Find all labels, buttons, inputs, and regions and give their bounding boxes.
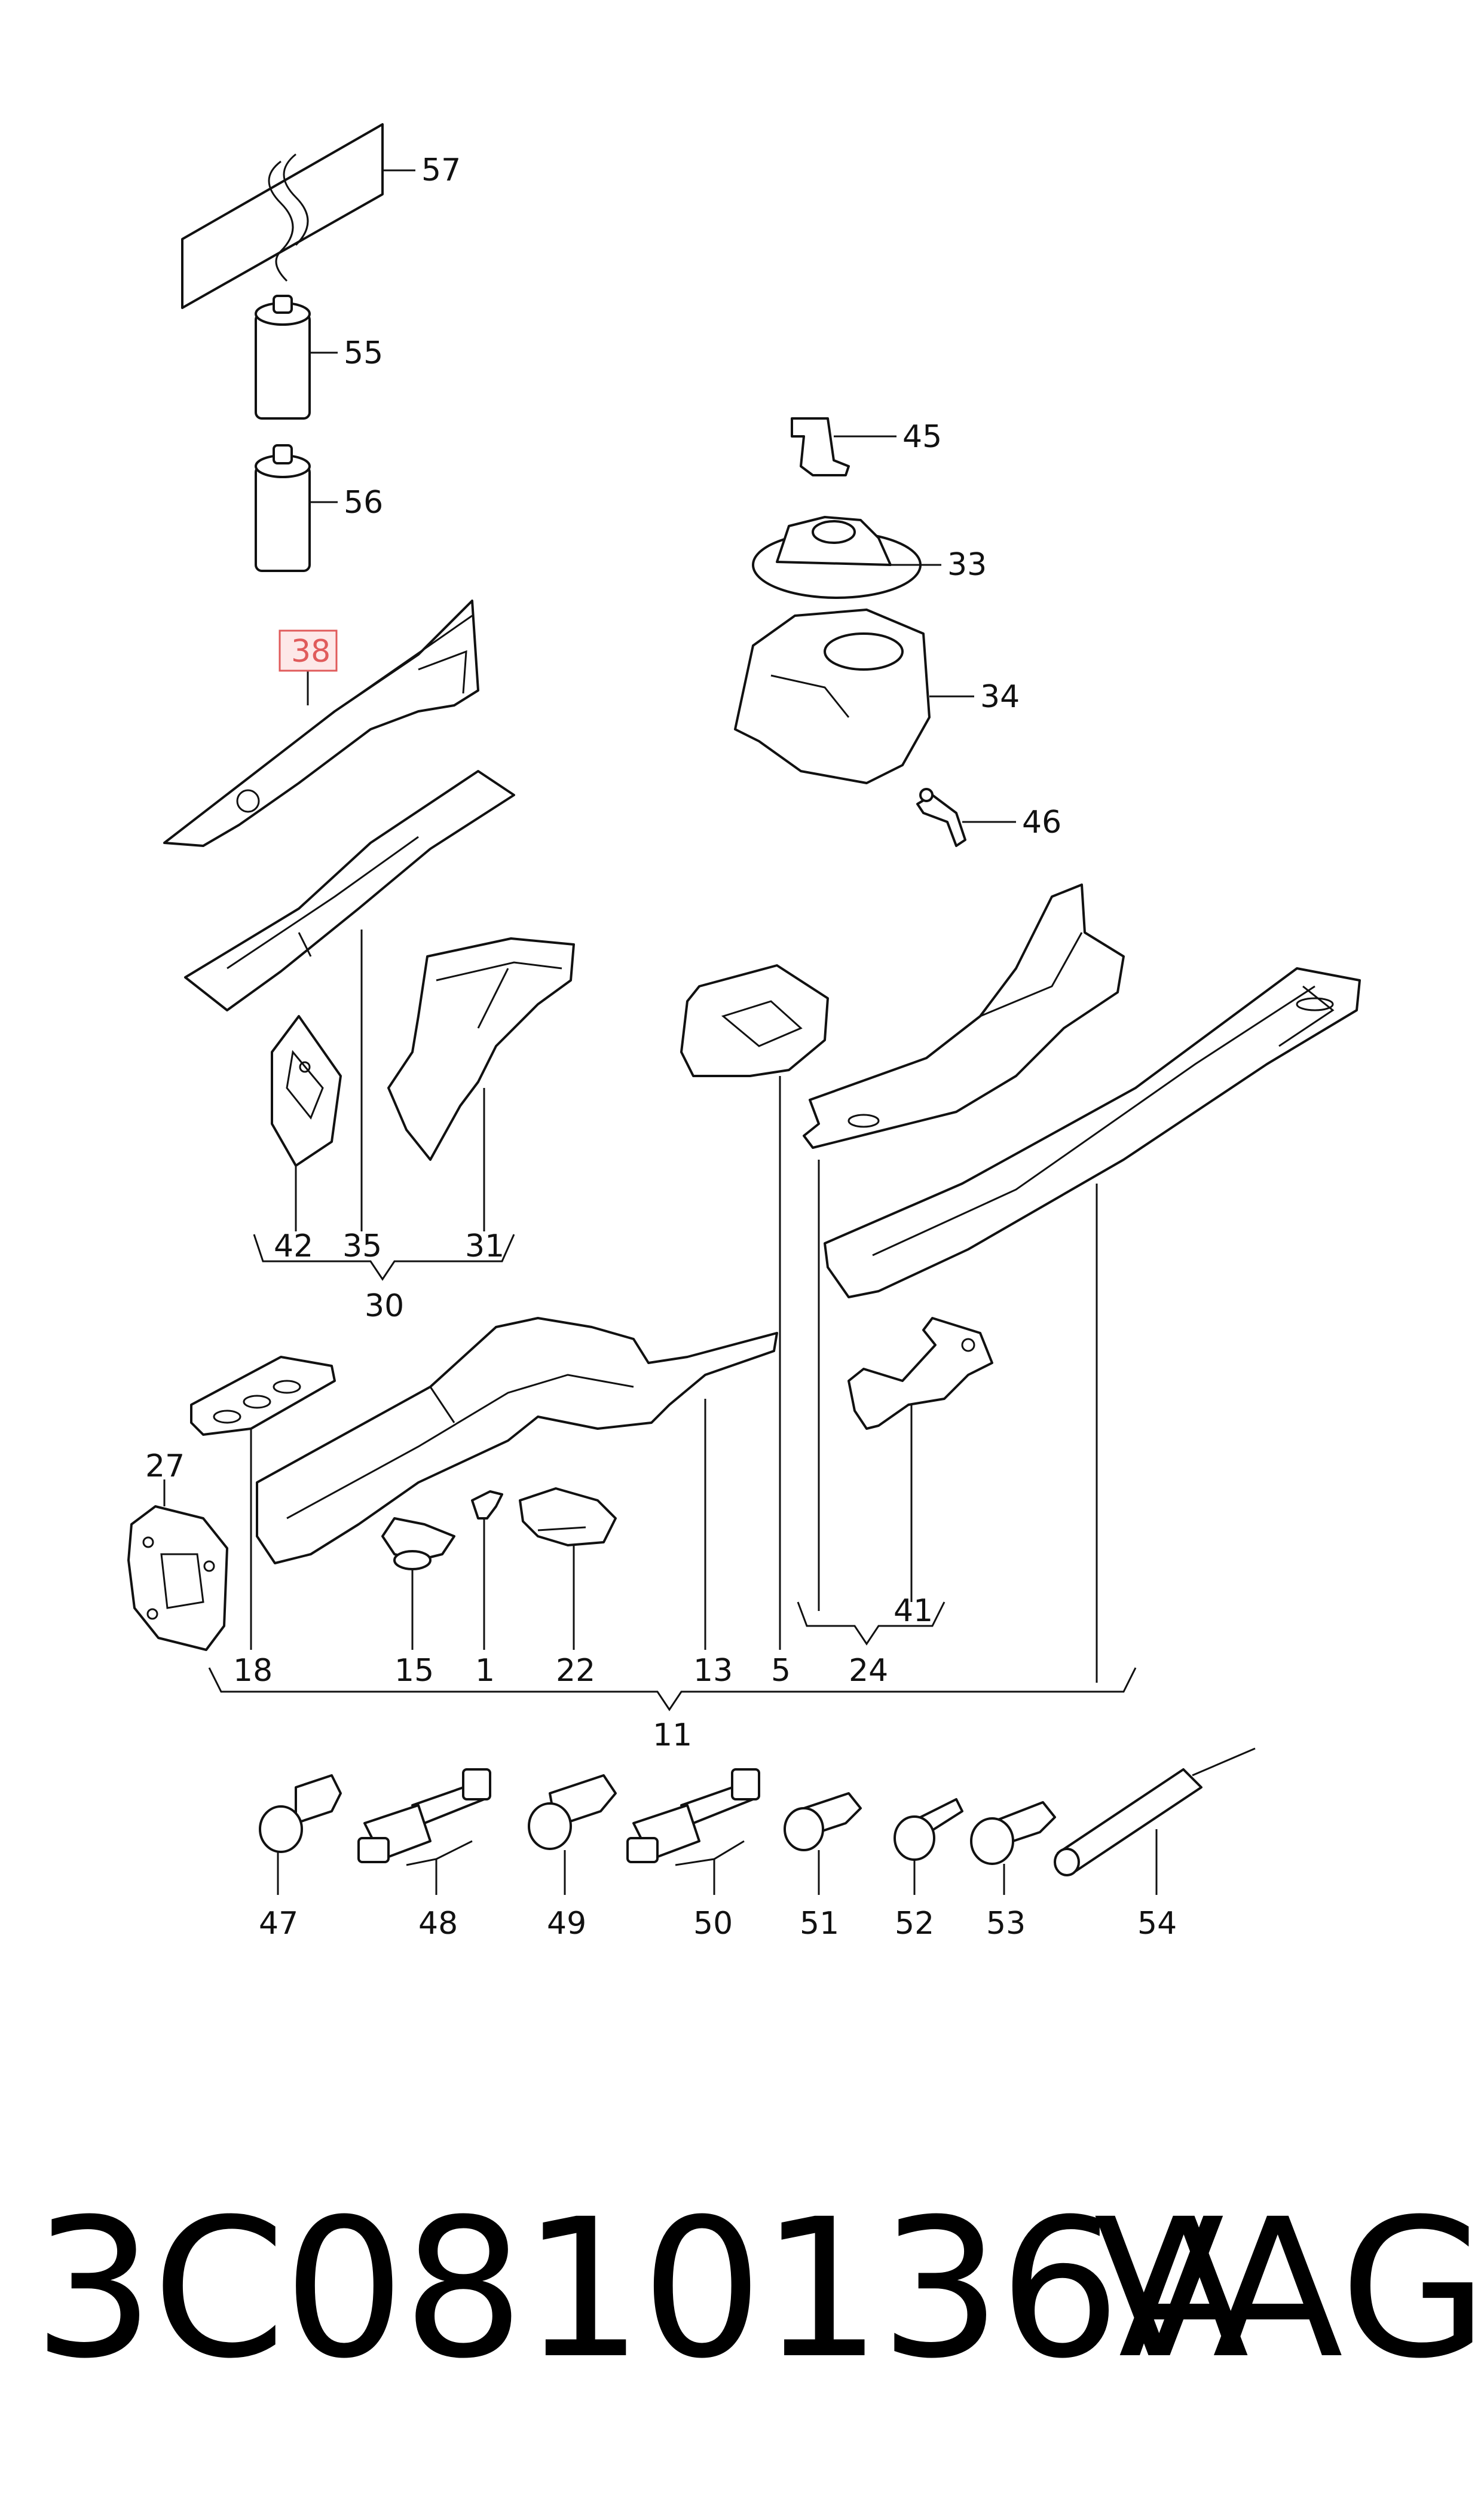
label-13: 13 [693, 1653, 733, 1689]
part-51-clip-fastener[interactable] [784, 1792, 862, 1851]
part-45-bracket[interactable] [791, 417, 850, 476]
label-57: 57 [421, 152, 461, 188]
part-38-upper-rail[interactable] [163, 600, 479, 847]
label-31: 31 [465, 1228, 504, 1264]
part-22-cap[interactable] [519, 1487, 617, 1546]
label-15: 15 [394, 1653, 434, 1689]
part-13-front-member[interactable] [256, 1317, 778, 1564]
part-49-clip-fastener[interactable] [528, 1774, 617, 1850]
part-35-member[interactable] [184, 770, 515, 1011]
part-27-plate[interactable] [127, 1505, 228, 1651]
label-55: 55 [344, 335, 383, 371]
label-54: 54 [1137, 1906, 1177, 1942]
part-53-clip-fastener[interactable] [970, 1801, 1056, 1865]
part-47-clip-fastener[interactable] [259, 1774, 342, 1853]
label-38-highlighted: 38 [291, 634, 331, 669]
part-46-bracket[interactable] [916, 788, 966, 847]
label-47: 47 [259, 1906, 298, 1942]
part-50-bolt-nut[interactable] [626, 1768, 760, 1863]
label-35: 35 [342, 1228, 382, 1264]
label-11: 11 [653, 1717, 692, 1753]
footer: 3C0810136A VAG [0, 2188, 1484, 2391]
part-57-tape[interactable] [181, 123, 384, 309]
bracket-11 [208, 1667, 1137, 1711]
brand-name: VAG [1094, 2178, 1484, 2401]
part-33-mount[interactable] [752, 516, 922, 599]
label-49: 49 [547, 1906, 586, 1942]
label-50: 50 [693, 1906, 733, 1942]
label-33: 33 [947, 547, 987, 583]
label-34: 34 [980, 679, 1020, 715]
label-56: 56 [344, 485, 383, 521]
part-34-strut-tower[interactable] [734, 609, 931, 784]
part-number: 3C0810136A [33, 2178, 1249, 2401]
label-27: 27 [145, 1448, 185, 1484]
part-42-plate[interactable] [271, 1015, 342, 1167]
label-51: 51 [800, 1906, 839, 1942]
part-18-bracket[interactable] [190, 1356, 336, 1436]
label-30: 30 [365, 1288, 404, 1324]
label-24: 24 [849, 1653, 888, 1689]
part-48-bolt-nut[interactable] [357, 1768, 491, 1863]
part-5-plate[interactable] [680, 964, 829, 1077]
label-45: 45 [902, 419, 942, 455]
part-54-cartridge[interactable] [1054, 1747, 1256, 1876]
part-52-screw[interactable] [894, 1798, 963, 1861]
label-1: 1 [475, 1653, 495, 1689]
label-42: 42 [274, 1228, 313, 1264]
part-1-bracket[interactable] [471, 1490, 503, 1520]
label-18: 18 [233, 1653, 273, 1689]
label-46: 46 [1022, 805, 1061, 840]
leader-50 [675, 1840, 745, 1895]
label-48: 48 [418, 1906, 458, 1942]
part-24-member[interactable] [803, 883, 1125, 1149]
label-22: 22 [556, 1653, 595, 1689]
label-41: 41 [894, 1593, 933, 1629]
bracket-30 [253, 1234, 515, 1281]
part-31-wheel-housing[interactable] [387, 937, 575, 1161]
label-5: 5 [771, 1653, 791, 1689]
part-56-canister[interactable] [255, 444, 311, 572]
leader-48 [406, 1840, 473, 1895]
label-53: 53 [986, 1906, 1026, 1942]
part-55-canister[interactable] [255, 295, 311, 420]
label-52: 52 [895, 1906, 934, 1942]
part-11-main-member[interactable] [824, 967, 1361, 1298]
highlight-box-38 [279, 629, 338, 672]
part-15-clip[interactable] [381, 1517, 455, 1570]
part-41-bracket[interactable] [847, 1317, 993, 1430]
bracket-24 [797, 1601, 946, 1646]
